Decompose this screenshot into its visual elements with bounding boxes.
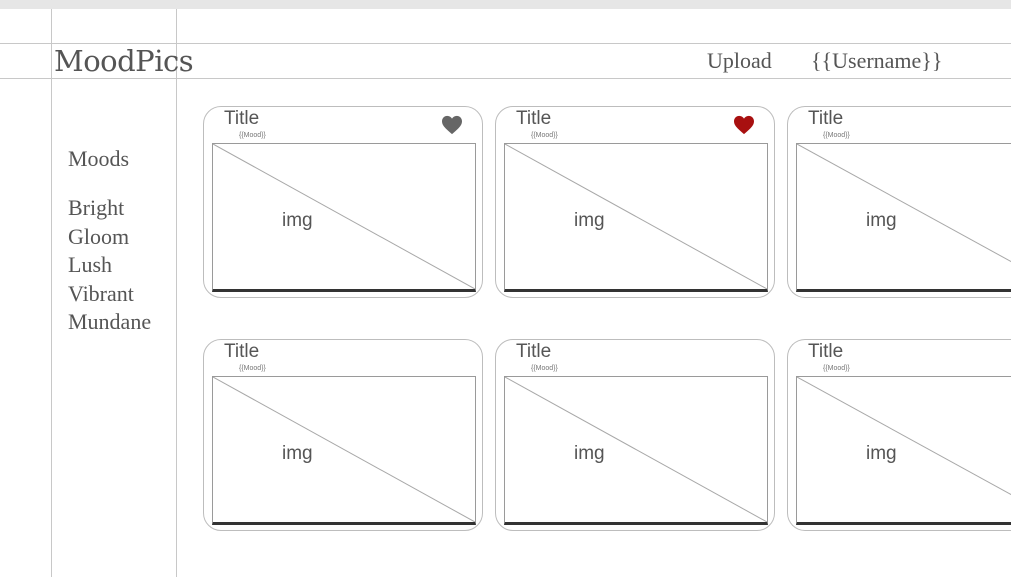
photo-card[interactable]: Title {{Mood}} img	[495, 106, 775, 298]
sidebar-divider	[176, 9, 177, 577]
photo-card[interactable]: Title {{Mood}} img	[495, 339, 775, 531]
card-image-label: img	[866, 210, 897, 231]
card-image-placeholder[interactable]: img	[796, 143, 1011, 292]
card-title: Title	[808, 108, 844, 129]
card-mood: {{Mood}}	[239, 132, 266, 139]
image-placeholder-diagonal	[213, 144, 475, 289]
image-placeholder-diagonal	[797, 144, 1011, 289]
browser-top-strip	[0, 0, 1011, 9]
left-margin-divider	[51, 9, 52, 577]
moods-heading: Moods	[68, 146, 130, 171]
card-title: Title	[516, 341, 552, 362]
card-title: Title	[224, 341, 260, 362]
image-placeholder-diagonal	[505, 377, 767, 522]
mood-item-vibrant[interactable]: Vibrant	[68, 280, 134, 306]
card-mood: {{Mood}}	[823, 365, 850, 372]
header-top-divider	[0, 43, 1011, 44]
card-image-placeholder[interactable]: img	[504, 376, 768, 525]
card-title: Title	[808, 341, 844, 362]
card-mood: {{Mood}}	[239, 365, 266, 372]
card-image-label: img	[866, 443, 897, 464]
card-title: Title	[224, 108, 260, 129]
header-bottom-divider	[0, 78, 1011, 79]
photo-card[interactable]: Title {{Mood}} img	[203, 106, 483, 298]
card-mood: {{Mood}}	[531, 365, 558, 372]
card-image-label: img	[282, 210, 313, 231]
image-placeholder-diagonal	[797, 377, 1011, 522]
card-image-placeholder[interactable]: img	[504, 143, 768, 292]
upload-link[interactable]: Upload	[707, 48, 772, 73]
mood-item-gloom[interactable]: Gloom	[68, 223, 130, 249]
image-placeholder-diagonal	[505, 144, 767, 289]
mood-item-lush[interactable]: Lush	[68, 252, 112, 277]
card-mood: {{Mood}}	[823, 132, 850, 139]
card-image-placeholder[interactable]: img	[796, 376, 1011, 525]
mood-item-mundane[interactable]: Mundane	[68, 309, 152, 334]
card-image-placeholder[interactable]: img	[212, 376, 476, 525]
photo-card[interactable]: Title {{Mood}} img	[203, 339, 483, 531]
photo-card[interactable]: Title {{Mood}} img	[787, 106, 1011, 298]
card-image-placeholder[interactable]: img	[212, 143, 476, 292]
mood-item-bright[interactable]: Bright	[68, 195, 125, 220]
photo-card[interactable]: Title {{Mood}} img	[787, 339, 1011, 531]
app-logo[interactable]: MoodPics	[54, 44, 194, 78]
card-mood: {{Mood}}	[531, 132, 558, 139]
heart-icon[interactable]	[733, 115, 755, 135]
username-link[interactable]: {{Username}}	[811, 48, 943, 73]
mood-list: Bright Gloom Lush Vibrant Mundane	[68, 194, 151, 337]
image-placeholder-diagonal	[213, 377, 475, 522]
card-image-label: img	[574, 210, 605, 231]
card-image-label: img	[282, 443, 313, 464]
heart-icon[interactable]	[441, 115, 463, 135]
card-title: Title	[516, 108, 552, 129]
card-image-label: img	[574, 443, 605, 464]
